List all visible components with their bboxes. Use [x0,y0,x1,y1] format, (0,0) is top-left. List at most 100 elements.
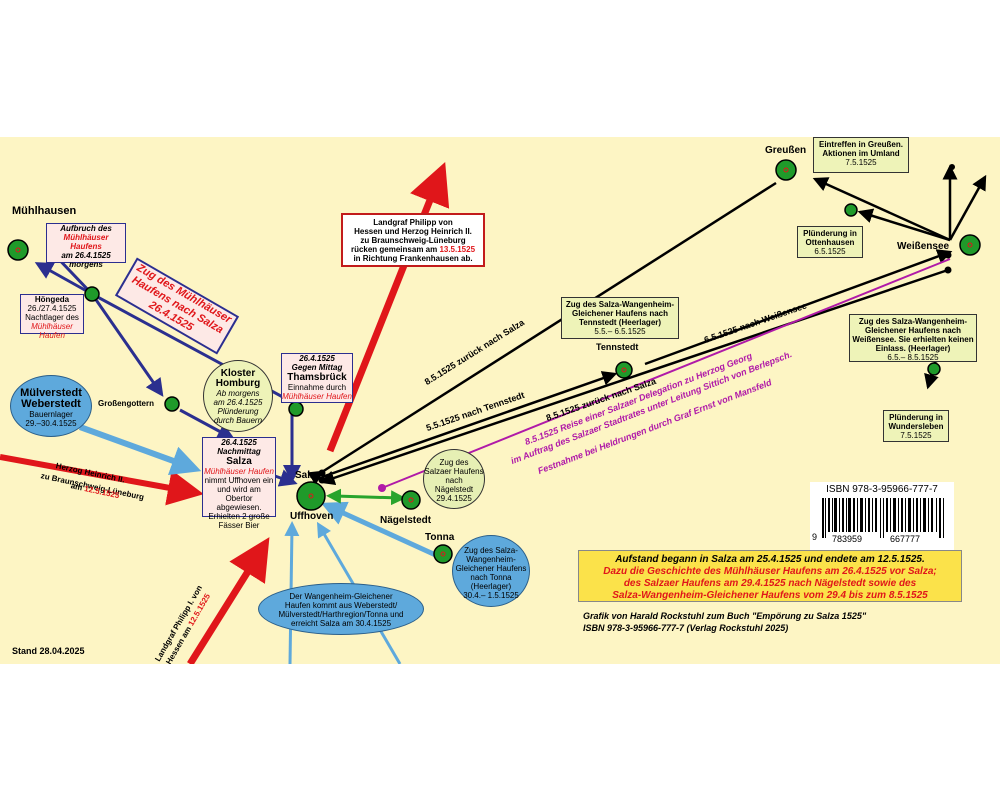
zug-naegelstedt-line-4: Nägelstedt [434,485,474,494]
town-weissensee [959,234,981,256]
box-zug-weissensee: Zug des Salza-Wangenheim- Gleichener Hau… [849,314,977,362]
box-hoengeda: Höngeda 26./27.4.1525 Nachtlager des Müh… [20,294,84,340]
zug-weissensee-line-1: Zug des Salza-Wangenheim- [858,317,968,326]
box-salza: 26.4.1525 Nachmittag Salza Mühlhäuser Ha… [202,437,276,530]
aufbruch-line-4: morgens [69,260,103,269]
place-label-salza: Salza [295,470,321,481]
aufbruch-line-2: Mühlhäuser Haufens [63,233,109,251]
salza-box-line-1: 26.4.1525 [221,438,257,447]
black-arrow-north-2 [948,174,987,241]
zug-tonna-line-4: nach Tonna [470,573,512,582]
place-label-ufhoven: Uffhoven [290,511,334,522]
zug-tennstedt-line-3: Tennstedt (Heerlager) [578,318,662,327]
green-arrow-naegelstedt [326,488,406,506]
ellipse-kloster-homburg: Kloster Homburg Ab morgens am 26.4.1525 … [203,360,273,432]
place-label-tonna: Tonna [425,532,455,543]
aufbruch-line-1: Aufbruch des [60,224,112,233]
wangenheim-line-1: Der Wangenheim-Gleichener [289,592,393,601]
summary-line-2: Dazu die Geschichte des Mühlhäuser Haufe… [603,566,937,577]
box-zug-tennstedt: Zug des Salza-Wangenheim- Gleichener Hau… [561,297,679,339]
navy-arrow-hoengeda-top [34,262,93,296]
salza-box-line-3: Salza [226,456,252,467]
navy-arrow-grossengottern [179,408,236,440]
thamsbrueck-line-1: 26.4.1525 [299,354,335,363]
dot-greussen-top [949,164,955,170]
box-aufbruch: Aufbruch des Mühlhäuser Haufens am 26.4.… [46,223,126,269]
hoengeda-line-4: Mühlhäuser Haufen [31,322,73,340]
stand-date: Stand 28.04.2025 [12,646,85,656]
town-naegelstedt [401,490,421,510]
black-route-greussen [307,181,777,486]
eintreffen-line-2: Aktionen im Umland [822,149,900,158]
wangenheim-line-4: erreicht Salza am 30.4.1525 [290,619,392,628]
thamsbrueck-line-3: Thamsbrück [287,372,347,383]
town-grossengottern [164,396,180,412]
summary-line-4: Salza-Wangenheim-Gleichener Haufens vom … [612,590,928,601]
salza-box-line-6: und wird am Obertor [217,485,261,503]
kloster-line-4: am 26.4.1525 [213,398,263,407]
thamsbrueck-line-4: Einnahme durch [287,383,347,392]
muelverstedt-line-2: Weberstedt [21,398,81,410]
isbn-digits-1: 9 [812,532,818,542]
ottenhausen-line-2: Ottenhausen [805,238,855,247]
thamsbrueck-line-5: Mühlhäuser Haufen [282,392,352,401]
landgraf-line-4: rücken gemeinsam am 13.5.1525 [350,245,476,254]
salza-box-line-7: abgewiesen. [216,503,262,512]
ellipse-zug-naegelstedt: Zug des Salzaer Haufens nach Nägelstedt … [423,449,485,509]
credit-line-1: Grafik von Harald Rockstuhl zum Buch "Em… [583,611,867,621]
zug-weissensee-line-4: Einlass. (Heerlager) [875,344,951,353]
blue-arrow-tonna [320,501,442,560]
landgraf-line-3: zu Braunschweig-Lüneburg [360,236,466,245]
town-hoengeda [84,286,100,302]
wundersleben-line-3: 7.5.1525 [900,431,932,440]
barcode [822,498,944,538]
muelverstedt-line-3: Bauernlager [29,410,73,419]
wundersleben-line-1: Plünderung in [889,413,943,422]
wangenheim-line-3: Mülverstedt/Harthregion/Tonna und [278,610,404,619]
kloster-line-6: durch Bauern [213,416,263,425]
zug-tonna-line-5: (Heerlager) [470,582,512,591]
landgraf-line-2: Hessen und Herzog Heinrich II. [354,227,472,236]
salza-box-line-5: nimmt Uffhoven ein [204,476,274,485]
wundersleben-line-2: Wundersleben [888,422,944,431]
box-ottenhausen: Plünderung in Ottenhausen 6.5.1525 [797,226,863,258]
town-greussen [775,159,797,181]
zug-naegelstedt-line-5: 29.4.1525 [436,494,472,503]
black-arrow-greussen [812,177,951,242]
blue-arrow-muelverstedt [78,424,202,475]
salza-box-line-2: Nachmittag [217,447,261,456]
ellipse-muelverstedt: Mülverstedt Weberstedt Bauernlager 29.–3… [10,375,92,437]
isbn-block: ISBN 978-3-95966-777-7 9 783959 667777 [810,482,954,554]
place-label-naegelstedt: Nägelstedt [380,515,432,526]
summary-line-3: des Salzaer Haufens am 29.4.1525 nach Nä… [623,578,917,589]
place-label-tennstedt: Tennstedt [596,342,639,352]
hoengeda-line-1: Höngeda [34,295,70,304]
navy-arrow-hoengeda-down [90,293,164,397]
red-arrow-heinrich [0,454,204,506]
dot-weissensee-1 [944,251,952,259]
isbn-digits-2: 783959 [832,534,863,544]
dot-salza-2 [318,476,326,484]
ottenhausen-line-1: Plünderung in [803,229,857,238]
town-muehlhausen [7,239,29,261]
hoengeda-line-3: Nachtlager des [25,313,79,322]
zug-tonna-line-2: Wangenheim- [466,555,516,564]
eintreffen-line-1: Eintreffen in Greußen. [818,140,903,149]
dot-weissensee-2 [944,266,952,274]
summary-line-1: Aufstand begann in Salza am 25.4.1525 un… [615,554,925,565]
salza-box-line-9: Fässer Bier [218,521,260,530]
muelverstedt-line-4: 29.–30.4.1525 [25,419,77,428]
zug-tennstedt-line-4: 5.5.– 6.5.1525 [594,327,646,336]
isbn-digits-3: 667777 [890,534,921,544]
zug-naegelstedt-line-3: nach [445,476,463,485]
box-wundersleben: Plünderung in Wundersleben 7.5.1525 [883,410,949,442]
zug-tonna-line-1: Zug des Salza- [464,546,518,555]
black-route-tennstedt [321,371,618,479]
ottenhausen-line-3: 6.5.1525 [814,247,846,256]
zug-tennstedt-line-1: Zug des Salza-Wangenheim- [565,300,675,309]
kloster-line-2: Homburg [215,378,261,389]
box-eintreffen: Eintreffen in Greußen. Aktionen im Umlan… [813,137,909,173]
zug-tonna-line-3: Gleichener Haufens [455,564,527,573]
box-landgraf-top: Landgraf Philipp von Hessen und Herzog H… [341,213,485,267]
town-wundersleben [927,362,941,376]
